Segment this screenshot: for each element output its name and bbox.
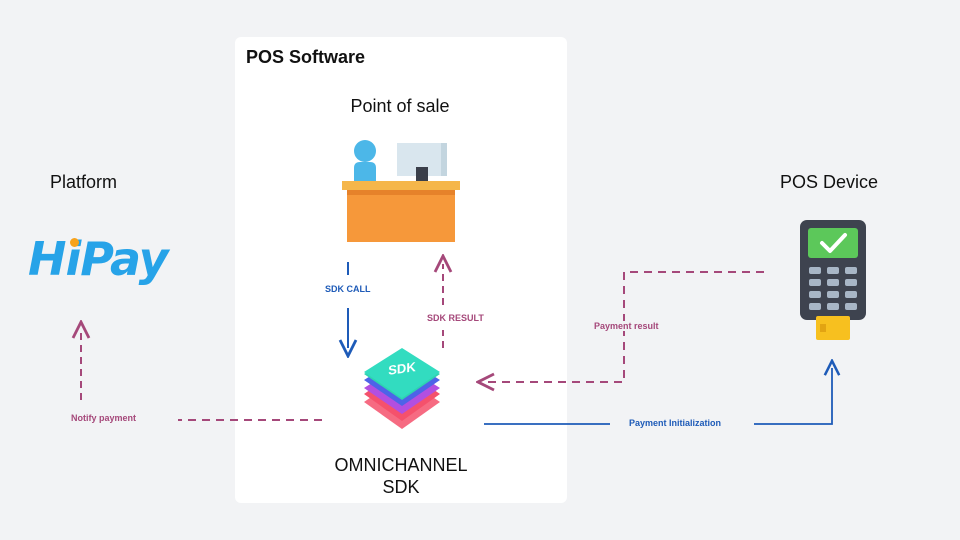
logo-dot-icon bbox=[70, 238, 79, 247]
sdk-result-label: SDK RESULT bbox=[425, 313, 486, 323]
payment-result-arrow bbox=[486, 271, 764, 382]
point-of-sale-title: Point of sale bbox=[350, 96, 450, 116]
omnichannel-sdk-title: OMNICHANNEL SDK bbox=[301, 454, 501, 498]
payment-result-label: Payment result bbox=[592, 321, 661, 331]
sdk-call-label: SDK CALL bbox=[323, 284, 373, 294]
sdk-stack-icon bbox=[364, 348, 440, 429]
sdk-title-line2: SDK bbox=[382, 477, 420, 497]
payment-init-label: Payment Initialization bbox=[627, 418, 724, 428]
hipay-logo: HiPay bbox=[28, 232, 169, 286]
platform-title: Platform bbox=[50, 172, 118, 192]
point-of-sale-icon bbox=[342, 140, 460, 242]
notify-payment-label: Notify payment bbox=[69, 413, 139, 423]
panel-title: POS Software bbox=[246, 47, 366, 67]
payment-init-arrow bbox=[754, 368, 832, 425]
pos-terminal-icon bbox=[800, 220, 866, 340]
sdk-title-line1: OMNICHANNEL bbox=[334, 455, 468, 475]
pos-device-title: POS Device bbox=[780, 172, 879, 192]
